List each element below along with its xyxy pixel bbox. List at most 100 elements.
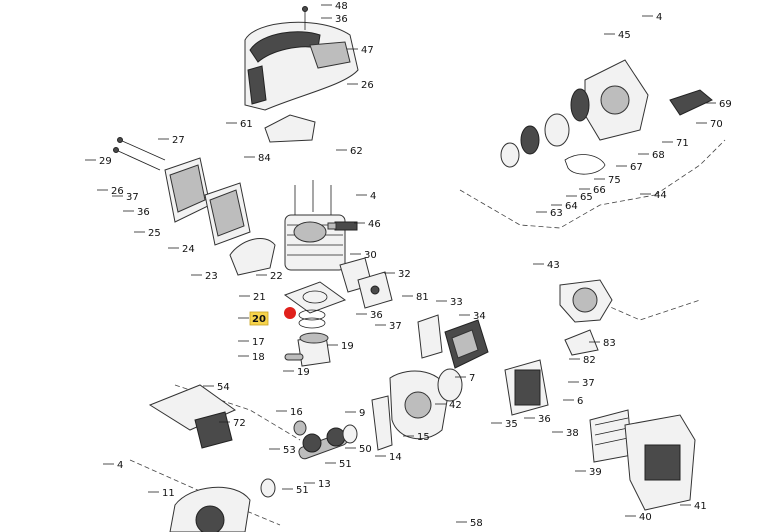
callout-17[interactable]: 17 — [238, 337, 265, 348]
callout-35[interactable]: 35 — [491, 419, 518, 430]
cylinder-bolts[interactable] — [294, 180, 332, 215]
callout-4b[interactable]: 4 — [103, 460, 123, 471]
callout-44[interactable]: 44 — [640, 190, 667, 201]
carburetor-gasket-33[interactable] — [417, 314, 443, 359]
callout-37b[interactable]: 37 — [375, 321, 402, 332]
muffler-screen-39[interactable] — [589, 409, 633, 463]
crankshaft-13[interactable] — [297, 427, 348, 460]
deflector-83[interactable] — [564, 329, 599, 356]
callout-67[interactable]: 67 — [616, 162, 643, 173]
callout-21[interactable]: 21 — [239, 292, 266, 303]
bearing-51[interactable] — [260, 424, 358, 498]
callout-37c[interactable]: 37 — [568, 378, 595, 389]
callout-43[interactable]: 43 — [533, 260, 560, 271]
callout-37a[interactable]: 37 — [112, 192, 139, 203]
cylinder-gasket-21[interactable] — [283, 281, 347, 314]
callout-36d[interactable]: 36 — [524, 414, 551, 425]
callout-64[interactable]: 64 — [551, 201, 578, 212]
callout-7[interactable]: 7 — [455, 373, 475, 384]
callout-71[interactable]: 71 — [662, 138, 689, 149]
crankcase-gasket-14[interactable] — [371, 395, 393, 451]
callout-40[interactable]: 40 — [625, 512, 652, 523]
callout-46[interactable]: 46 — [354, 219, 381, 230]
callout-38[interactable]: 38 — [552, 428, 579, 439]
callout-82[interactable]: 82 — [569, 355, 596, 366]
starter-housing-44[interactable] — [584, 59, 649, 141]
spring-75[interactable] — [564, 154, 606, 175]
fuel-pump-42[interactable] — [437, 368, 463, 402]
callout-51a[interactable]: 51 — [325, 459, 352, 470]
intake-32[interactable] — [357, 271, 393, 309]
callout-30[interactable]: 30 — [350, 250, 377, 261]
callout-29[interactable]: 29 — [85, 156, 112, 167]
callout-13[interactable]: 13 — [304, 479, 331, 490]
flywheel-11[interactable] — [169, 486, 251, 532]
air-filter-housing-25[interactable] — [164, 157, 211, 223]
callout-23[interactable]: 23 — [191, 271, 218, 282]
callout-83[interactable]: 83 — [589, 338, 616, 349]
callout-4c[interactable]: 4 — [642, 12, 662, 23]
callout-19a[interactable]: 19 — [327, 341, 354, 352]
long-screws-29[interactable] — [113, 137, 166, 171]
ignition-coil-54[interactable] — [148, 384, 237, 449]
callout-81[interactable]: 81 — [402, 292, 429, 303]
callout-54[interactable]: 54 — [203, 382, 230, 393]
callout-15[interactable]: 15 — [403, 432, 430, 443]
callout-75[interactable]: 75 — [594, 175, 621, 186]
callout-39[interactable]: 39 — [575, 467, 602, 478]
callout-65[interactable]: 65 — [566, 192, 593, 203]
air-filter-element-24[interactable] — [204, 182, 251, 246]
callout-69[interactable]: 69 — [705, 99, 732, 110]
fan-housing-43[interactable] — [559, 279, 613, 323]
recoil-pulley-68[interactable] — [500, 88, 590, 168]
callout-32[interactable]: 32 — [384, 269, 411, 280]
callout-19b[interactable]: 19 — [283, 367, 310, 378]
callout-53[interactable]: 53 — [269, 445, 296, 456]
callout-22[interactable]: 22 — [256, 271, 283, 282]
callout-24[interactable]: 24 — [168, 244, 195, 255]
callout-34[interactable]: 34 — [459, 311, 486, 322]
callout-27[interactable]: 27 — [158, 135, 185, 146]
callout-36a[interactable]: 36 — [321, 14, 348, 25]
callout-63[interactable]: 63 — [536, 208, 563, 219]
callout-36c[interactable]: 36 — [356, 310, 383, 321]
callout-58[interactable]: 58 — [456, 518, 483, 529]
callout-70[interactable]: 70 — [696, 119, 723, 130]
crankcase-15[interactable] — [389, 370, 449, 440]
callout-72[interactable]: 72 — [219, 418, 246, 429]
callout-11[interactable]: 11 — [148, 488, 175, 499]
callout-41[interactable]: 41 — [680, 501, 707, 512]
piston-17[interactable] — [297, 332, 331, 367]
callout-61[interactable]: 61 — [226, 119, 253, 130]
engine-cover-47[interactable] — [244, 21, 359, 111]
callout-20[interactable]: 20 — [238, 311, 269, 326]
callout-25[interactable]: 25 — [134, 228, 161, 239]
spark-plug-46[interactable] — [327, 221, 358, 231]
callout-62[interactable]: 62 — [336, 146, 363, 157]
seal-16[interactable] — [293, 420, 307, 436]
callout-9[interactable]: 9 — [345, 408, 365, 419]
callout-36b[interactable]: 36 — [123, 207, 150, 218]
callout-26a[interactable]: 26 — [347, 80, 374, 91]
air-filter-base-23[interactable] — [229, 237, 276, 276]
callout-14[interactable]: 14 — [375, 452, 402, 463]
callout-16[interactable]: 16 — [276, 407, 303, 418]
callout-6[interactable]: 6 — [563, 396, 583, 407]
callout-48[interactable]: 48 — [321, 1, 348, 12]
callout-45[interactable]: 45 — [604, 30, 631, 41]
piston-pin-18[interactable] — [284, 353, 304, 361]
starter-handle-69[interactable] — [669, 89, 713, 116]
muffler-plate-35[interactable] — [504, 359, 549, 416]
callout-4a[interactable]: 4 — [356, 191, 376, 202]
callout-42[interactable]: 42 — [435, 400, 462, 411]
callout-47[interactable]: 47 — [347, 45, 374, 56]
callout-33[interactable]: 33 — [436, 297, 463, 308]
muffler-40[interactable] — [624, 414, 696, 511]
callout-26b[interactable]: 26 — [97, 186, 124, 197]
piston-ring-20-selected[interactable] — [284, 307, 326, 329]
callout-66[interactable]: 66 — [579, 185, 606, 196]
callout-18[interactable]: 18 — [238, 352, 265, 363]
cover-screw-48[interactable] — [302, 6, 308, 31]
carburetor-34[interactable] — [444, 319, 489, 369]
callout-50[interactable]: 50 — [345, 444, 372, 455]
